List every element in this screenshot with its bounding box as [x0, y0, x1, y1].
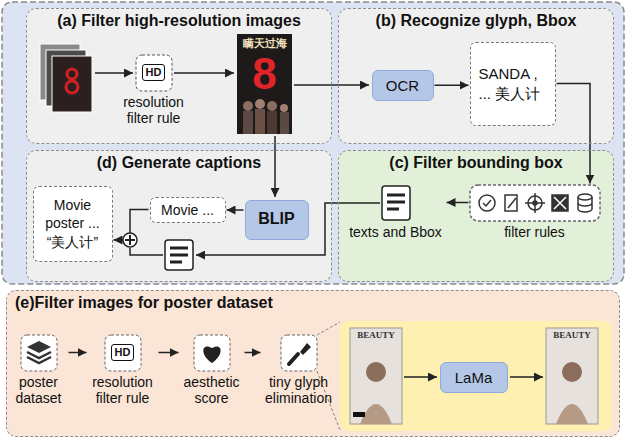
icon-label: tiny glyph elimination [262, 374, 336, 406]
panel-fill [26, 150, 332, 282]
panel-fill [338, 150, 614, 282]
flow-arrow [95, 72, 133, 74]
caption-box: Movie poster ... “美人计” [33, 186, 113, 262]
hd-badge: HD [142, 64, 166, 80]
icon-label: filter rules [470, 224, 600, 240]
poster-after [546, 328, 598, 424]
panel-heading: (c) Filter bounding box [339, 151, 613, 172]
blip-caption: Movie ... [150, 197, 226, 223]
stage-panel: (e)Filter images for poster dataset poste… [6, 290, 620, 437]
filter-rule-icons [470, 185, 600, 221]
step-icons [21, 335, 317, 371]
glyph-elimination-icon: tiny glyph elimination [262, 335, 336, 406]
box-text: SANDA , ... 美人计 [479, 64, 547, 103]
inpainting-panel [340, 321, 612, 431]
box-text: OCR [386, 76, 419, 96]
panel-fill [338, 8, 614, 144]
stage-panel: (b) Recognize glyph, BboxOCR SANDA , ... … [338, 8, 614, 144]
flow-arrow [159, 352, 179, 354]
plus-symbol [123, 233, 137, 247]
poster-title: BEAUTY [546, 331, 598, 340]
flow-arrow [274, 136, 276, 197]
icon-label: aesthetic score [180, 374, 244, 406]
flow-arrow [245, 352, 261, 354]
flow-arrow [404, 376, 437, 378]
icon-slot: HD [118, 55, 190, 91]
icon-slot [262, 335, 336, 371]
stage-panel: (c) Filter bounding box texts and Bbox fil… [338, 150, 614, 282]
box-text: BLIP [258, 209, 294, 230]
panel-heading: (a) Filter high-resolution images [27, 9, 331, 30]
poster-before [350, 328, 402, 424]
flow-arrow [510, 376, 543, 378]
poster-title: 瞒天过海 [237, 38, 292, 49]
icon-slot [180, 335, 244, 371]
merge-line [130, 248, 163, 255]
flow-arrow [174, 72, 234, 74]
poster-stack [40, 44, 92, 112]
poster-number: 8 [237, 52, 292, 96]
document-icon [165, 240, 193, 270]
model-box: LaMa [440, 362, 508, 394]
icon-slot [10, 335, 68, 371]
icon-slot [470, 185, 600, 221]
filter-rules-node: filter rules [470, 185, 600, 240]
document-icon [382, 186, 410, 220]
icon-frame [136, 55, 172, 91]
flow-arrow [435, 85, 469, 87]
icon-slot [346, 185, 446, 221]
flow-arrow [447, 202, 469, 204]
panel-fill [26, 8, 332, 144]
poster-title: BEAUTY [350, 331, 402, 340]
panel-heading: (e)Filter images for poster dataset [7, 291, 619, 312]
box-text: LaMa [455, 368, 493, 388]
flow-arrow [69, 352, 87, 354]
stage-panel: (a) Filter high-resolution imagesHD resol… [26, 8, 332, 144]
ocr-box: OCR [372, 70, 434, 102]
dataset-icon: poster dataset [10, 335, 68, 406]
aesthetic-icon: aesthetic score [180, 335, 244, 406]
panel-heading: (d) Generate captions [27, 151, 331, 172]
model-box: BLIP [245, 200, 309, 240]
outer-panel [2, 2, 624, 284]
resolution-filter-icon: HD resolution filter rule [118, 55, 190, 126]
icon-label: resolution filter rule [88, 374, 158, 406]
document-node: texts and Bbox [346, 185, 446, 240]
box-text: Movie poster ... “美人计” [39, 196, 107, 251]
stage-panel: (d) Generate captionsMovie poster ... “美… [26, 150, 332, 282]
resolution-filter-icon: HD resolution filter rule [88, 335, 158, 406]
movie-poster [237, 34, 292, 134]
ocr-result: SANDA , ... 美人计 [470, 42, 556, 126]
icon-label: resolution filter rule [118, 94, 190, 126]
box-text: Movie ... [161, 201, 214, 219]
icon-slot: HD [88, 335, 158, 371]
panel-fill [6, 290, 620, 437]
flow-arrow [227, 209, 244, 211]
panel-heading: (b) Recognize glyph, Bbox [339, 9, 613, 30]
icon-label: texts and Bbox [346, 224, 446, 240]
hd-badge: HD [111, 344, 135, 360]
icon-label: poster dataset [10, 374, 68, 406]
